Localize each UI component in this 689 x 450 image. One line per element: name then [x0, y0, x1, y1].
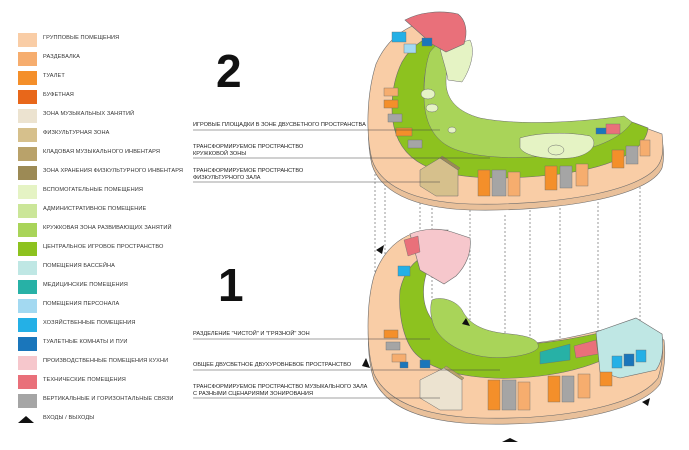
leader-lines: [193, 129, 500, 399]
legend-item: ХОЗЯЙСТВЕННЫЕ ПОМЕЩЕНИЯ: [18, 318, 208, 332]
legend-label: БУФЕТНАЯ: [43, 92, 74, 98]
legend-swatch: [18, 223, 37, 237]
annotation-music-hall-line1: ТРАНСФОРМИРУЕМОЕ ПРОСТРАНСТВО МУЗЫКАЛЬНО…: [193, 384, 368, 390]
legend-item: АДМИНИСТРАТИВНОЕ ПОМЕЩЕНИЕ: [18, 204, 208, 218]
annotation-sports-hall-line1: ТРАНСФОРМИРУЕМОЕ ПРОСТРАНСТВО: [193, 168, 304, 174]
legend-swatch: [18, 261, 37, 275]
legend-label: РАЗДЕВАЛКА: [43, 54, 80, 60]
legend-swatch: [18, 337, 37, 351]
legend-swatch: [18, 204, 37, 218]
legend-item: ТУАЛЕТНЫЕ КОМНАТЫ И ПУИ: [18, 337, 208, 351]
legend-item: РАЗДЕВАЛКА: [18, 52, 208, 66]
entrance-markers: [362, 245, 650, 442]
entrance-triangle-icon: [18, 416, 34, 423]
legend-label: ТУАЛЕТ: [43, 73, 65, 79]
legend-label: ХОЗЯЙСТВЕННЫЕ ПОМЕЩЕНИЯ: [43, 320, 136, 326]
legend-label: ТУАЛЕТНЫЕ КОМНАТЫ И ПУИ: [43, 339, 128, 345]
legend-item: ЦЕНТРАЛЬНОЕ ИГРОВОЕ ПРОСТРАНСТВО: [18, 242, 208, 256]
legend-swatch: [18, 109, 37, 123]
legend-label: КЛАДОВАЯ МУЗЫКАЛЬНОГО ИНВЕНТАРЯ: [43, 149, 161, 155]
annotation-music-hall-line2: С РАЗНЫМИ СЦЕНАРИЯМИ ЗОНИРОВАНИЯ: [193, 391, 313, 397]
annotation-clean-dirty-zones: РАЗДЕЛЕНИЕ "ЧИСТОЙ" И "ГРЯЗНОЙ" ЗОН: [193, 331, 310, 337]
legend-item: МЕДИЦИНСКИЕ ПОМЕЩЕНИЯ: [18, 280, 208, 294]
floor-number-2: 2: [216, 45, 242, 97]
legend-label: МЕДИЦИНСКИЕ ПОМЕЩЕНИЯ: [43, 282, 128, 288]
legend-swatch: [18, 185, 37, 199]
legend-item: ТУАЛЕТ: [18, 71, 208, 85]
legend-swatch: [18, 128, 37, 142]
annotation-circle-zone-line2: КРУЖКОВОЙ ЗОНЫ: [193, 151, 247, 157]
legend-label: ЗОНА ХРАНЕНИЯ ФИЗКУЛЬТУРНОГО ИНВЕНТАРЯ: [43, 168, 184, 174]
legend-swatch: [18, 242, 37, 256]
legend-label: АДМИНИСТРАТИВНОЕ ПОМЕЩЕНИЕ: [43, 206, 147, 212]
annotation-double-height-space: ОБЩЕЕ ДВУСВЕТНОЕ ДВУХУРОВНЕВОЕ ПРОСТРАНС…: [193, 362, 352, 368]
legend-item: ПОМЕЩЕНИЯ ПЕРСОНАЛА: [18, 299, 208, 313]
legend-item: ФИЗКУЛЬТУРНАЯ ЗОНА: [18, 128, 208, 142]
legend-label: ВХОДЫ / ВЫХОДЫ: [43, 415, 95, 421]
legend-swatch: [18, 33, 37, 47]
legend-label: ПОМЕЩЕНИЯ ПЕРСОНАЛА: [43, 301, 120, 307]
legend-swatch: [18, 90, 37, 104]
legend-label: КРУЖКОВАЯ ЗОНА РАЗВИВАЮЩИХ ЗАНЯТИЙ: [43, 225, 172, 231]
legend-item: ТЕХНИЧЕСКИЕ ПОМЕЩЕНИЯ: [18, 375, 208, 389]
legend-label: ФИЗКУЛЬТУРНАЯ ЗОНА: [43, 130, 110, 136]
legend-swatch: [18, 147, 37, 161]
floor-number-1: 1: [218, 259, 244, 311]
legend-item: ПРОИЗВОДСТВЕННЫЕ ПОМЕЩЕНИЯ КУХНИ: [18, 356, 208, 370]
floor-1-plan: [367, 228, 666, 425]
legend-label: ПРОИЗВОДСТВЕННЫЕ ПОМЕЩЕНИЯ КУХНИ: [43, 358, 169, 364]
legend-label: ВСПОМОГАТЕЛЬНЫЕ ПОМЕЩЕНИЯ: [43, 187, 144, 193]
legend-swatch: [18, 166, 37, 180]
legend-item: ГРУППОВЫЕ ПОМЕЩЕНИЯ: [18, 33, 208, 47]
legend-label: ТЕХНИЧЕСКИЕ ПОМЕЩЕНИЯ: [43, 377, 126, 383]
legend-item: ЗОНА МУЗЫКАЛЬНЫХ ЗАНЯТИЙ: [18, 109, 208, 123]
legend-label: ВЕРТИКАЛЬНЫЕ И ГОРИЗОНТАЛЬНЫЕ СВЯЗИ: [43, 396, 174, 402]
annotation-sports-hall-line2: ФИЗКУЛЬТУРНОГО ЗАЛА: [193, 175, 261, 181]
floor-2-plan: [367, 11, 664, 211]
legend-swatch: [18, 299, 37, 313]
legend-swatch: [18, 280, 37, 294]
legend-swatch: [18, 356, 37, 370]
legend-item-entrances: ВХОДЫ / ВЫХОДЫ: [18, 413, 208, 427]
legend-item: КРУЖКОВАЯ ЗОНА РАЗВИВАЮЩИХ ЗАНЯТИЙ: [18, 223, 208, 237]
legend-label: ЗОНА МУЗЫКАЛЬНЫХ ЗАНЯТИЙ: [43, 111, 135, 117]
legend-swatch: [18, 52, 37, 66]
legend-item: ВЕРТИКАЛЬНЫЕ И ГОРИЗОНТАЛЬНЫЕ СВЯЗИ: [18, 394, 208, 408]
legend-item: ВСПОМОГАТЕЛЬНЫЕ ПОМЕЩЕНИЯ: [18, 185, 208, 199]
legend-label: ГРУППОВЫЕ ПОМЕЩЕНИЯ: [43, 35, 120, 41]
legend-label: ПОМЕЩЕНИЯ БАССЕЙНА: [43, 263, 115, 269]
legend-swatch: [18, 71, 37, 85]
legend-item: БУФЕТНАЯ: [18, 90, 208, 104]
legend-item: ПОМЕЩЕНИЯ БАССЕЙНА: [18, 261, 208, 275]
legend-item: КЛАДОВАЯ МУЗЫКАЛЬНОГО ИНВЕНТАРЯ: [18, 147, 208, 161]
annotation-play-areas: ИГРОВЫЕ ПЛОЩАДКИ В ЗОНЕ ДВУСВЕТНОГО ПРОС…: [193, 122, 366, 128]
legend-swatch: [18, 375, 37, 389]
annotation-circle-zone-line1: ТРАНСФОРМИРУЕМОЕ ПРОСТРАНСТВО: [193, 144, 304, 150]
legend-label: ЦЕНТРАЛЬНОЕ ИГРОВОЕ ПРОСТРАНСТВО: [43, 244, 164, 250]
legend-swatch: [18, 394, 37, 408]
legend-swatch: [18, 318, 37, 332]
legend-item: ЗОНА ХРАНЕНИЯ ФИЗКУЛЬТУРНОГО ИНВЕНТАРЯ: [18, 166, 208, 180]
